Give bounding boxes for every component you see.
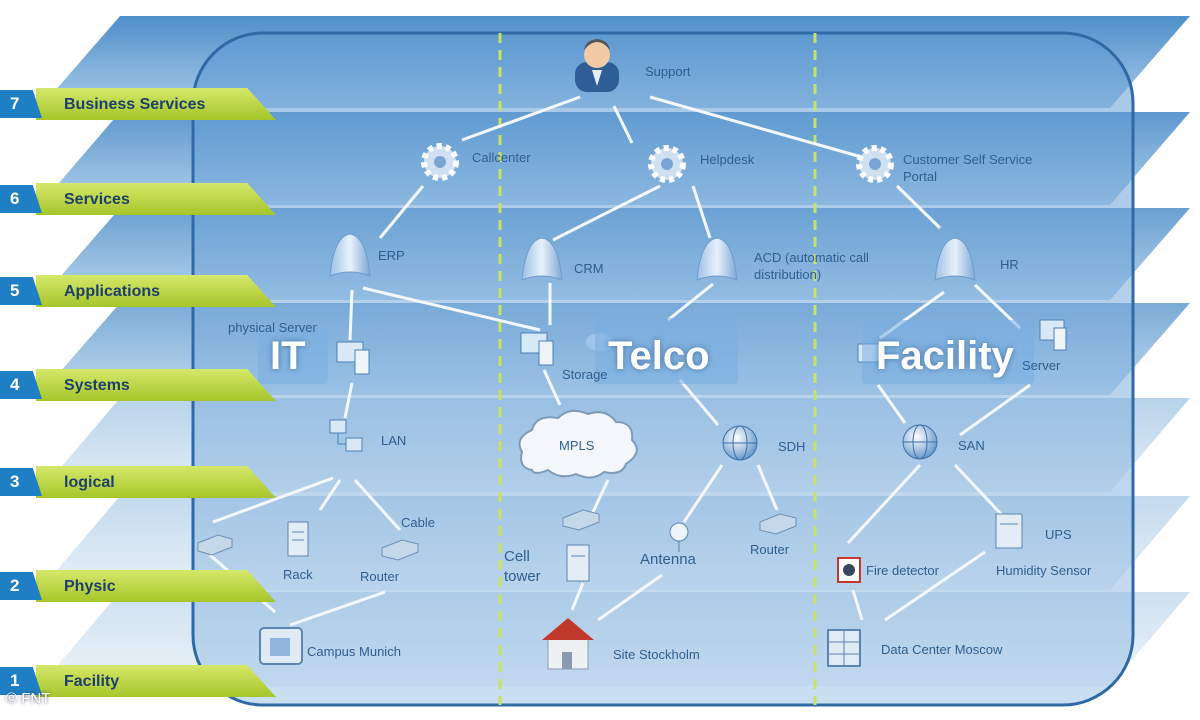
application-icon-acd — [696, 237, 738, 281]
layer-tab-6: Services 6 — [0, 183, 276, 215]
campus-icon — [259, 627, 303, 665]
application-icon-crm — [521, 237, 563, 281]
gear-icon-helpdesk — [648, 145, 686, 183]
cell-tower-label-line1: Cell — [504, 548, 530, 565]
layer-number: 4 — [0, 371, 42, 399]
globe-icon-sdh — [722, 425, 758, 461]
helpdesk-label: Helpdesk — [700, 152, 755, 167]
layer-name: Systems — [36, 369, 276, 401]
router-label-telco: Router — [750, 542, 790, 557]
antenna-label: Antenna — [640, 551, 696, 568]
layer-name: Business Services — [36, 88, 276, 120]
support-label: Support — [645, 64, 691, 79]
copyright-notice: © FNT — [6, 690, 51, 707]
layer-tab-5: Applications 5 — [0, 275, 276, 307]
router-icon-telco — [759, 513, 797, 535]
mpls-label: MPLS — [559, 438, 595, 453]
router-icon-cell — [562, 509, 600, 531]
column-title-facility: Facility — [876, 334, 1014, 378]
layer-tab-4: Systems 4 — [0, 369, 276, 401]
site-stockholm-label: Site Stockholm — [613, 647, 700, 662]
hr-label: HR — [1000, 257, 1019, 272]
column-title-bg-it — [258, 330, 328, 384]
layer-number: 3 — [0, 468, 42, 496]
layer-name: logical — [36, 466, 276, 498]
layer-number: 6 — [0, 185, 42, 213]
layer-tab-7: Business Services 7 — [0, 88, 276, 120]
mpls-cloud-icon — [518, 409, 638, 479]
portal-label-line2: Portal — [903, 169, 937, 184]
layer-number: 5 — [0, 277, 42, 305]
lan-icon — [329, 419, 363, 452]
layer-name: Facility — [36, 665, 276, 697]
fire-detector-label: Fire detector — [866, 563, 939, 578]
callcenter-label: Callcenter — [472, 150, 531, 165]
column-title-bg-facility — [862, 320, 1034, 384]
cable-label: Cable — [401, 515, 435, 530]
rack-label: Rack — [283, 567, 313, 582]
switch-icon — [197, 534, 233, 556]
campus-munich-label: Campus Munich — [307, 644, 401, 659]
storage-label: Storage — [562, 367, 608, 382]
ups-icon — [995, 513, 1023, 549]
layer-number: 2 — [0, 572, 42, 600]
humidity-sensor-label: Humidity Sensor — [996, 563, 1092, 578]
erp-label: ERP — [378, 248, 405, 263]
crm-label: CRM — [574, 261, 604, 276]
application-icon-erp — [329, 233, 371, 277]
router-icon-it — [381, 539, 419, 561]
ups-label: UPS — [1045, 527, 1072, 542]
cell-tower-icon — [566, 544, 590, 582]
gear-icon-portal — [856, 145, 894, 183]
layer-number: 7 — [0, 90, 42, 118]
layer-tab-3: logical 3 — [0, 466, 276, 498]
server-icon-facility — [1039, 319, 1067, 351]
rack-icon — [287, 521, 309, 557]
layer-tab-1: Facility 1 — [0, 665, 276, 697]
cell-tower-label-line2: tower — [504, 568, 541, 585]
datacenter-icon — [827, 629, 861, 667]
layer-tab-2: Physic 2 — [0, 570, 276, 602]
gear-icon-callcenter — [421, 143, 459, 181]
house-icon — [542, 618, 594, 670]
fire-detector-icon — [837, 557, 861, 583]
antenna-icon — [669, 522, 689, 552]
computer-icon-telco — [520, 332, 554, 366]
computer-icon-it — [336, 341, 370, 375]
acd-label-line2: distribution) — [754, 267, 822, 282]
portal-label-line1: Customer Self Service — [903, 152, 1033, 167]
column-title-it: IT — [270, 334, 306, 378]
column-title-bg-telco — [595, 318, 738, 384]
sdh-label: SDH — [778, 439, 806, 454]
router-label-it: Router — [360, 569, 400, 584]
physical-server-label: physical Server — [228, 320, 317, 335]
san-label: SAN — [958, 438, 985, 453]
acd-label-line1: ACD (automatic call — [754, 250, 869, 265]
column-title-telco: Telco — [608, 334, 710, 378]
layer-name: Applications — [36, 275, 276, 307]
datacenter-moscow-label: Data Center Moscow — [881, 642, 1003, 657]
application-icon-hr — [934, 237, 976, 281]
server-label: Server — [1022, 358, 1061, 373]
connections — [209, 95, 1031, 627]
globe-icon-san — [902, 424, 938, 460]
person-icon — [575, 39, 619, 92]
layer-name: Services — [36, 183, 276, 215]
layer-name: Physic — [36, 570, 276, 602]
lan-label: LAN — [381, 433, 407, 448]
